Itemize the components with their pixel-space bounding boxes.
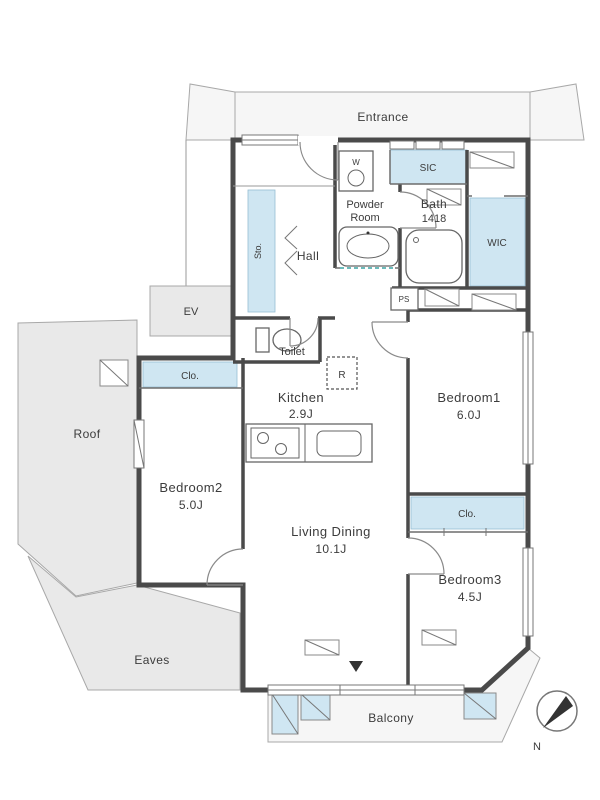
balcony-label: Balcony [368,711,414,725]
living-dining-label: Living Dining [291,524,371,539]
ps-box [390,287,419,311]
powder-room-label-line2: Room [350,212,379,224]
bedroom1-size-label: 6.0J [457,408,481,422]
wic-label: WIC [487,238,506,249]
elevator-area: EV [149,140,234,337]
corridor-band [234,91,531,141]
vent-box-diagonal [99,359,129,387]
vent-box-diagonal [421,629,457,646]
meter-box-door [415,140,441,150]
hall-label: Hall [297,249,319,263]
corridor-edge-line [150,140,187,287]
sic-zone [389,149,468,185]
elevator-shaft [149,285,234,337]
compass-north-label: N [533,741,541,753]
living-dining-size-label: 10.1J [315,542,346,556]
vanity-faucet-icon [366,231,370,235]
bathtub-icon [405,229,463,284]
bath-size-label: 1418 [422,213,446,225]
pipe-space: PS [390,287,419,311]
bedroom2-label: Bedroom2 [159,480,222,495]
vent-box-diagonal [426,188,462,206]
meter-box-door [441,140,465,150]
toilet-tank-icon [255,327,270,353]
bedroom1-door-swing [371,321,409,359]
stove-burner-icon [275,443,287,455]
washer-label: W [352,158,360,167]
ev-label: EV [184,306,199,318]
interior-walls [139,140,528,690]
bedroom3-label: Bedroom3 [438,572,501,587]
kitchen-label: Kitchen [278,390,324,405]
powder-room-label-line1: Powder [346,199,384,211]
storage-closet-zone [247,189,276,313]
sic-label: SIC [420,163,437,174]
section-marker-icon [349,661,363,672]
bedroom3-size-label: 4.5J [458,590,482,604]
roof-area: Roof [17,319,138,597]
bathtub-drain-icon [413,237,419,243]
bath-door-swing [399,191,437,229]
stove-burner-icon [257,432,269,444]
bedroom2-closet-label: Clo. [181,371,199,382]
balcony-equipment-box-diagonal [463,692,497,720]
bath-label: Bath [421,197,447,211]
vent-box-diagonal [471,293,517,311]
storage-zones [142,149,526,530]
vent-box-diagonal [424,288,460,307]
corridor-left-flare [185,83,236,141]
entrance-label: Entrance [357,110,408,124]
balcony-equipment-box-diagonal [300,693,331,721]
bedroom3-door-swing [407,537,445,575]
storage-closet-label: Sto. [253,243,263,259]
toilet-door-swing [289,317,319,347]
bedroom2-door-swing [206,548,244,586]
compass-needle-icon [543,696,573,728]
bedroom2-size-label: 5.0J [179,498,203,512]
refrigerator-label: R [338,370,345,381]
vent-box-diagonal [469,151,515,169]
toilet-label: Toilet [279,346,305,358]
hatched-boxes [99,151,517,656]
meter-box-door [389,140,415,150]
eaves-shape [27,555,241,691]
doors [206,136,465,586]
refrigerator-space [326,356,358,390]
compass: N [533,690,578,753]
washing-machine-icon [338,150,374,192]
windows [133,134,534,696]
ps-label: PS [399,295,410,304]
bedroom3-closet-label: Clo. [458,509,476,520]
stove-icon [250,427,300,459]
wic-zone [469,197,526,287]
fixtures: W R [245,150,463,463]
storage-door-chevron-icon [284,250,298,276]
roof-label: Roof [74,427,101,441]
balcony-equipment-box-diagonal [271,693,299,735]
bedroom3-closet-zone [410,496,525,530]
storage-door-chevron-icon [284,225,298,250]
entrance-door-opening [298,136,338,145]
kitchen-sink-icon [316,430,362,457]
bedroom1-label: Bedroom1 [437,390,500,405]
eaves-label: Eaves [134,653,169,667]
window-bedroom2-diagonal [133,419,145,469]
kitchen-size-label: 2.9J [289,407,313,421]
roof-shape [17,319,138,597]
vent-box-diagonal [304,639,340,656]
room-labels: SIC Powder Room Bath 1418 WIC Hall Sto. … [159,163,506,604]
entrance-door-swing [299,141,339,181]
entrance-corridor: Entrance [185,83,585,141]
bedroom2-closet-zone [142,361,238,388]
corridor-right-flare [529,83,585,141]
eaves-area: Eaves [27,555,241,691]
washing-machine-drum-icon [347,169,365,187]
